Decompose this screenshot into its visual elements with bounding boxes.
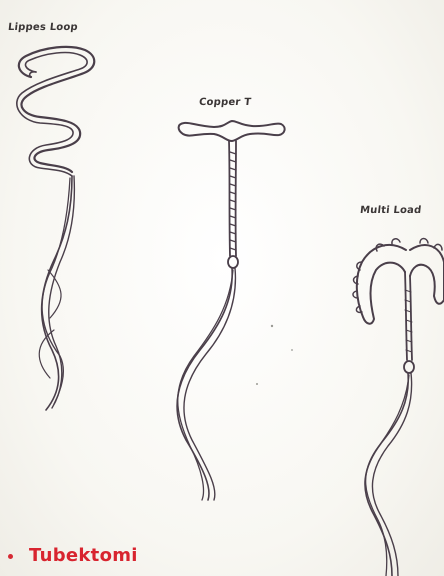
section-heading: Tubektomi [8,540,138,570]
scan-specks [256,325,293,385]
section-title: Tubektomi [29,545,138,566]
lippes-loop-device [17,47,94,410]
bullet-icon [8,554,13,559]
copper-t-device [177,121,285,500]
multi-load-device [353,239,444,576]
